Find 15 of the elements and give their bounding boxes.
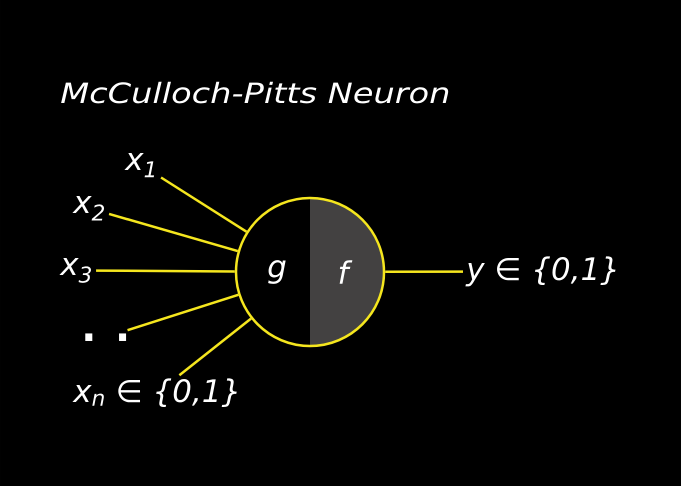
input-label: x$_{1}$ <box>124 153 154 178</box>
input-label: . . <box>85 333 126 341</box>
connector-line <box>385 270 463 274</box>
connector-line <box>96 269 235 273</box>
connector-line <box>160 176 248 233</box>
input-label: x$_{2}$ <box>72 196 104 221</box>
function-label: g <box>268 260 286 284</box>
title: McCulloch-Pitts Neuron <box>61 82 448 104</box>
input-label: x$_{n}$ ∈ {0,1} <box>72 378 237 408</box>
connector-line <box>108 212 238 252</box>
input-label: y ∈ {0,1} <box>465 256 616 286</box>
connector-line <box>178 318 252 376</box>
connector-line <box>127 294 239 332</box>
input-label: x$_{3}$ <box>59 258 91 283</box>
function-label: f <box>340 260 352 284</box>
